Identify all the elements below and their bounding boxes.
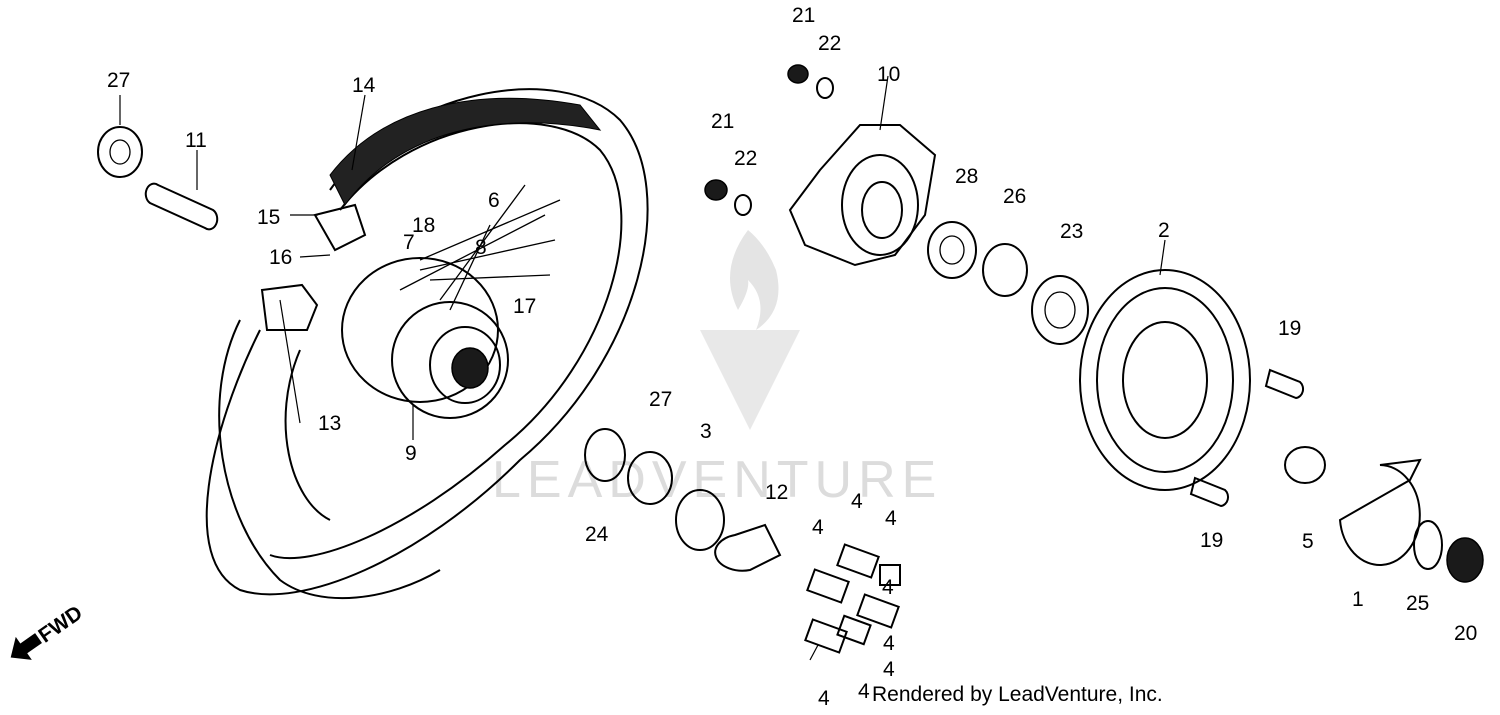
callout-23: 23 xyxy=(1060,220,1083,243)
callout-4-d: 4 xyxy=(882,576,894,599)
leader-lines xyxy=(119,75,1166,661)
callout-27-left: 27 xyxy=(107,69,130,92)
callout-24: 24 xyxy=(585,523,609,546)
callout-5: 5 xyxy=(1302,530,1314,553)
callout-19-upper: 19 xyxy=(1278,317,1301,340)
watermark-text: LEADVENTURE xyxy=(492,451,942,509)
callout-4-b: 4 xyxy=(885,507,897,530)
callout-18: 18 xyxy=(412,214,435,237)
callout-14: 14 xyxy=(352,74,376,97)
callout-6: 6 xyxy=(488,189,500,212)
fwd-label: FWD xyxy=(34,601,86,647)
callout-15: 15 xyxy=(257,206,280,229)
callout-4-c: 4 xyxy=(812,516,824,539)
callout-4-f: 4 xyxy=(858,680,870,703)
axle-nut-20 xyxy=(1446,537,1484,583)
circlip-26 xyxy=(982,243,1028,297)
bearing-27-left xyxy=(97,126,143,178)
oil-seal-23 xyxy=(1031,275,1089,345)
wheel-hub-assembly xyxy=(341,184,561,419)
damper-rubbers xyxy=(804,543,901,654)
bearing-27-right xyxy=(627,451,673,505)
collar-5 xyxy=(1284,446,1326,484)
callout-10: 10 xyxy=(877,63,900,86)
callout-13: 13 xyxy=(318,412,341,435)
callout-2: 2 xyxy=(1158,219,1170,242)
bearing-28 xyxy=(927,221,977,279)
callout-17: 17 xyxy=(513,295,536,318)
washer-25 xyxy=(1413,520,1443,570)
callout-1: 1 xyxy=(1352,588,1364,611)
callout-7: 7 xyxy=(403,231,415,254)
collar-12 xyxy=(714,523,782,572)
oil-seal-24 xyxy=(584,428,626,482)
bolt-19-upper xyxy=(1264,368,1304,400)
callouts: 27 11 14 15 16 18 6 7 8 17 9 13 21 22 21… xyxy=(107,4,1477,710)
callout-20: 20 xyxy=(1454,622,1477,645)
callout-21-lower: 21 xyxy=(711,110,734,133)
drive-sprocket xyxy=(1079,269,1251,491)
rim-band xyxy=(313,203,367,252)
callout-27-right: 27 xyxy=(649,388,672,411)
fwd-indicator: FWD xyxy=(10,601,87,660)
callout-25: 25 xyxy=(1406,592,1429,615)
callout-16: 16 xyxy=(269,246,292,269)
nuts-washers xyxy=(704,64,834,216)
callout-22-lower: 22 xyxy=(734,147,757,170)
callout-11: 11 xyxy=(185,129,207,152)
callout-21-upper: 21 xyxy=(792,4,815,27)
callout-4-a: 4 xyxy=(851,490,863,513)
tire xyxy=(205,88,649,596)
callout-8: 8 xyxy=(475,236,487,259)
callout-4-g: 4 xyxy=(818,687,830,710)
inner-tube xyxy=(218,283,441,600)
callout-26: 26 xyxy=(1003,185,1026,208)
credit-text: Rendered by LeadVenture, Inc. xyxy=(872,683,1163,706)
callout-22-upper: 22 xyxy=(818,32,841,55)
chain-adjuster-plate-1 xyxy=(1338,458,1422,566)
callout-4-e: 4 xyxy=(883,658,895,681)
callout-19-lower: 19 xyxy=(1200,529,1223,552)
sprocket-hub-flange xyxy=(788,124,937,267)
spacer-11 xyxy=(144,182,219,231)
callout-12: 12 xyxy=(765,481,788,504)
bolt-19-lower xyxy=(1189,476,1229,508)
arrow-left-down-icon xyxy=(10,633,42,660)
damper-hub-3 xyxy=(675,489,725,551)
callout-28: 28 xyxy=(955,165,978,188)
callout-4-h: 4 xyxy=(883,632,895,655)
callout-3: 3 xyxy=(700,420,712,443)
watermark: LEADVENTURE xyxy=(492,230,942,509)
callout-9: 9 xyxy=(405,442,417,465)
